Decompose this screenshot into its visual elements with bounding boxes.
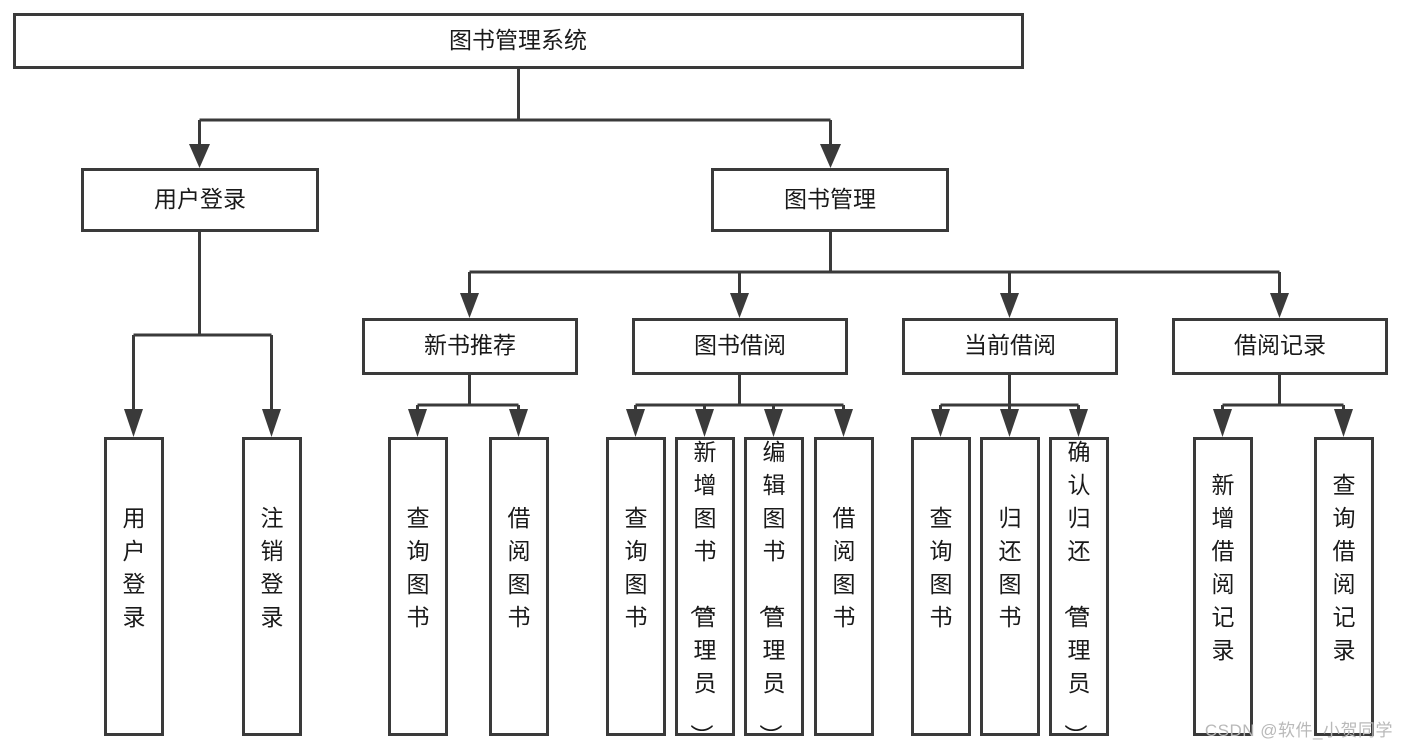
node-root[interactable]: 图书管理系统 bbox=[13, 13, 1024, 69]
leaf-edit-book-label: 编辑图书（管理员） bbox=[758, 439, 786, 747]
node-new-book-recommend-label: 新书推荐 bbox=[424, 332, 516, 358]
leaf-borrow-book-1-box[interactable] bbox=[489, 437, 549, 736]
leaf-return-book[interactable]: 归还图书 bbox=[980, 437, 1040, 736]
connector-layer bbox=[124, 68, 1353, 437]
arrow-to-leaf-query-book-2 bbox=[626, 409, 645, 437]
leaf-confirm-return-label: 确认归还（管理员） bbox=[1063, 439, 1091, 747]
node-book-management[interactable]: 图书管理 bbox=[711, 168, 949, 232]
leaf-query-record-box[interactable] bbox=[1314, 437, 1374, 736]
arrow-to-leaf-add-book bbox=[695, 409, 714, 437]
leaf-query-book-1[interactable]: 查询图书 bbox=[388, 437, 448, 736]
node-user-login[interactable]: 用户登录 bbox=[81, 168, 319, 232]
arrow-to-leaf-edit-book bbox=[764, 409, 783, 437]
node-book-management-box[interactable] bbox=[711, 168, 949, 232]
leaf-borrow-book-1[interactable]: 借阅图书 bbox=[489, 437, 549, 736]
leaf-user-login[interactable]: 用户登录 bbox=[104, 437, 164, 736]
node-new-book-recommend-box[interactable] bbox=[362, 318, 578, 375]
arrow-to-leaf-query-book-1 bbox=[408, 409, 427, 437]
leaf-query-book-1-box[interactable] bbox=[388, 437, 448, 736]
leaf-add-book[interactable]: 新增图书（管理员） bbox=[675, 437, 735, 747]
leaf-query-book-3-label: 查询图书 bbox=[930, 505, 953, 630]
arrow-to-new-book-recommend bbox=[460, 293, 479, 318]
leaf-borrow-book-2-label: 借阅图书 bbox=[833, 505, 856, 630]
arrow-to-leaf-query-record bbox=[1334, 409, 1353, 437]
node-book-management-label: 图书管理 bbox=[784, 186, 876, 212]
arrow-to-leaf-borrow-book-1 bbox=[509, 409, 528, 437]
leaf-add-record[interactable]: 新增借阅记录 bbox=[1193, 437, 1253, 736]
node-root-box[interactable] bbox=[13, 13, 1024, 69]
arrow-to-leaf-add-record bbox=[1213, 409, 1232, 437]
leaf-query-book-2[interactable]: 查询图书 bbox=[606, 437, 666, 736]
leaf-add-record-label: 新增借阅记录 bbox=[1212, 472, 1235, 663]
leaf-query-book-3-box[interactable] bbox=[911, 437, 971, 736]
leaf-user-login-box[interactable] bbox=[104, 437, 164, 736]
leaf-query-book-1-label: 查询图书 bbox=[407, 505, 430, 630]
arrow-to-leaf-query-book-3 bbox=[931, 409, 950, 437]
node-borrow-record-box[interactable] bbox=[1172, 318, 1388, 375]
leaf-borrow-book-2-box[interactable] bbox=[814, 437, 874, 736]
node-book-borrow-label: 图书借阅 bbox=[694, 332, 786, 358]
leaf-logout-label: 注销登录 bbox=[261, 505, 284, 630]
node-user-login-box[interactable] bbox=[81, 168, 319, 232]
arrow-to-leaf-borrow-book-2 bbox=[834, 409, 853, 437]
leaf-user-login-label: 用户登录 bbox=[123, 505, 146, 630]
leaf-query-book-2-label: 查询图书 bbox=[625, 505, 648, 630]
leaf-query-book-3[interactable]: 查询图书 bbox=[911, 437, 971, 736]
leaf-confirm-return-box[interactable] bbox=[1049, 437, 1109, 736]
leaf-edit-book[interactable]: 编辑图书（管理员） bbox=[744, 437, 804, 747]
leaf-return-book-label: 归还图书 bbox=[999, 505, 1022, 630]
leaf-return-book-box[interactable] bbox=[980, 437, 1040, 736]
arrow-to-book-management bbox=[820, 144, 841, 168]
arrow-to-leaf-user-login bbox=[124, 409, 143, 437]
node-current-borrow-label: 当前借阅 bbox=[964, 332, 1056, 358]
leaf-edit-book-box[interactable] bbox=[744, 437, 804, 736]
leaf-logout[interactable]: 注销登录 bbox=[242, 437, 302, 736]
arrow-to-borrow-record bbox=[1270, 293, 1289, 318]
node-borrow-record[interactable]: 借阅记录 bbox=[1172, 318, 1388, 375]
leaf-query-record-label: 查询借阅记录 bbox=[1333, 472, 1356, 663]
arrow-to-leaf-return-book bbox=[1000, 409, 1019, 437]
node-current-borrow[interactable]: 当前借阅 bbox=[902, 318, 1118, 375]
leaf-add-book-label: 新增图书（管理员） bbox=[689, 439, 717, 747]
leaf-add-record-box[interactable] bbox=[1193, 437, 1253, 736]
arrow-to-leaf-logout bbox=[262, 409, 281, 437]
leaf-borrow-book-1-label: 借阅图书 bbox=[508, 505, 531, 630]
node-user-login-label: 用户登录 bbox=[154, 186, 246, 212]
arrow-to-leaf-confirm-return bbox=[1069, 409, 1088, 437]
arrow-to-current-borrow bbox=[1000, 293, 1019, 318]
node-root-label: 图书管理系统 bbox=[449, 27, 587, 53]
leaf-confirm-return[interactable]: 确认归还（管理员） bbox=[1049, 437, 1109, 747]
leaf-borrow-book-2[interactable]: 借阅图书 bbox=[814, 437, 874, 736]
leaf-add-book-box[interactable] bbox=[675, 437, 735, 736]
node-book-borrow-box[interactable] bbox=[632, 318, 848, 375]
arrow-to-user-login bbox=[189, 144, 210, 168]
arrow-to-book-borrow bbox=[730, 293, 749, 318]
node-borrow-record-label: 借阅记录 bbox=[1234, 332, 1326, 358]
node-current-borrow-box[interactable] bbox=[902, 318, 1118, 375]
leaf-logout-box[interactable] bbox=[242, 437, 302, 736]
leaf-query-record[interactable]: 查询借阅记录 bbox=[1314, 437, 1374, 736]
leaf-query-book-2-box[interactable] bbox=[606, 437, 666, 736]
node-book-borrow[interactable]: 图书借阅 bbox=[632, 318, 848, 375]
node-new-book-recommend[interactable]: 新书推荐 bbox=[362, 318, 578, 375]
